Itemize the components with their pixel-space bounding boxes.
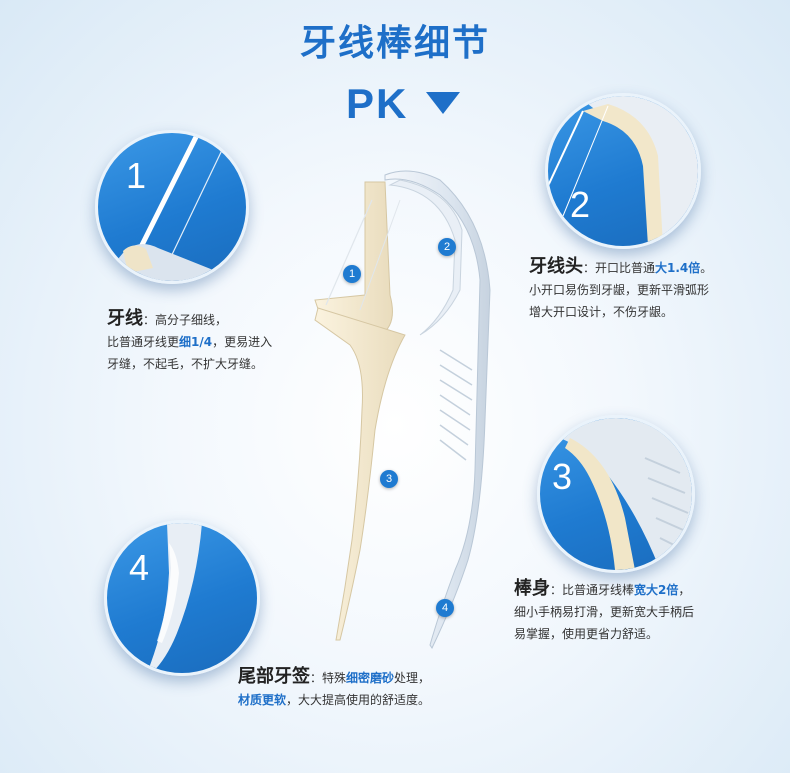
body-desc-line1: ：比普通牙线棒 xyxy=(550,583,635,597)
head-desc-line1: ：开口比普通 xyxy=(583,261,656,275)
body-desc-line3: 易掌握，使用更省力舒适。 xyxy=(514,627,659,641)
marker-badge: 4 xyxy=(436,599,454,617)
floss-desc-line2-end: ，更易进入 xyxy=(212,335,273,349)
head-description: 牙线头：开口比普通大1.4倍。 小开口易伤到牙龈，更新平滑弧形 增大开口设计，不… xyxy=(529,256,769,323)
body-heading: 棒身 xyxy=(514,578,550,599)
tail-description: 尾部牙签：特殊细密磨砂处理， 材质更软，大大提高使用的舒适度。 xyxy=(238,666,498,711)
tail-desc-line1-end: 处理， xyxy=(394,671,431,685)
page-title: 牙线棒细节 xyxy=(299,23,490,64)
floss-desc-line1: ：高分子细线， xyxy=(143,313,228,327)
body-highlight: 宽大2倍 xyxy=(634,583,679,597)
head-desc-line2: 小开口易伤到牙龈，更新平滑弧形 xyxy=(529,283,710,297)
circle-number: 4 xyxy=(129,547,150,588)
tail-highlight-2: 材质更软 xyxy=(238,693,287,707)
head-heading: 牙线头 xyxy=(529,256,583,277)
body-description: 棒身：比普通牙线棒宽大2倍， 细小手柄易打滑，更新宽大手柄后 易掌握，使用更省力… xyxy=(514,578,764,645)
circle-number: 2 xyxy=(570,184,591,225)
floss-closeup-graphic xyxy=(99,133,241,281)
tail-desc-line1: ：特殊 xyxy=(310,671,347,685)
tail-desc-line2: ，大大提高使用的舒适度。 xyxy=(286,693,431,707)
floss-pick-illustration xyxy=(314,170,491,650)
detail-circle-tail: 4 xyxy=(104,520,260,676)
marker-badge: 3 xyxy=(380,470,398,488)
head-desc-line1-end: 。 xyxy=(700,261,713,275)
body-closeup-graphic xyxy=(560,418,692,570)
floss-description: 牙线：高分子细线， 比普通牙线更细1/4，更易进入 牙缝，不起毛，不扩大牙缝。 xyxy=(107,308,327,375)
circle-number: 3 xyxy=(552,456,573,497)
floss-desc-line2: 比普通牙线更 xyxy=(107,335,180,349)
head-desc-line3: 增大开口设计，不伤牙龈。 xyxy=(529,305,674,319)
detail-circle-floss: 1 xyxy=(95,130,249,284)
tail-heading: 尾部牙签 xyxy=(238,666,310,687)
detail-circle-head: 2 xyxy=(545,93,701,249)
marker-badge: 2 xyxy=(438,238,456,256)
body-desc-line1-end: ， xyxy=(678,583,691,597)
pk-label: PK xyxy=(346,80,409,127)
tail-highlight: 细密磨砂 xyxy=(346,671,395,685)
floss-highlight: 细1/4 xyxy=(179,335,213,349)
floss-desc-line3: 牙缝，不起毛，不扩大牙缝。 xyxy=(107,357,264,371)
marker-badge: 1 xyxy=(343,265,361,283)
tail-closeup-graphic xyxy=(147,523,202,673)
head-closeup-graphic xyxy=(548,96,698,246)
down-triangle-icon xyxy=(426,92,460,114)
detail-circle-body: 3 xyxy=(537,415,695,573)
floss-heading: 牙线 xyxy=(107,308,143,329)
circle-number: 1 xyxy=(126,155,147,196)
head-highlight: 大1.4倍 xyxy=(655,261,701,275)
body-desc-line2: 细小手柄易打滑，更新宽大手柄后 xyxy=(514,605,695,619)
